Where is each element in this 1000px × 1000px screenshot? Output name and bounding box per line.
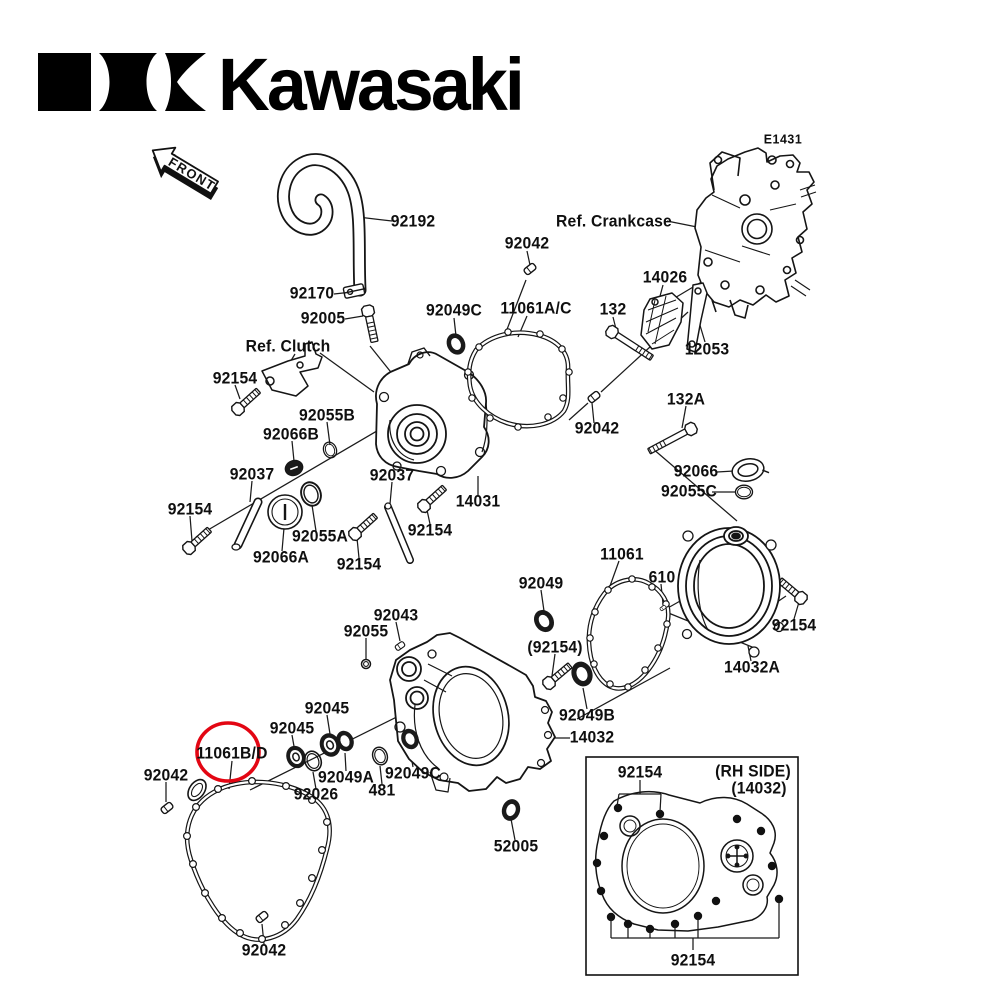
- part-92055-oring: [360, 658, 372, 670]
- inset-bolt-dots: [592, 803, 784, 934]
- part-92066-cap: [731, 457, 770, 483]
- part-92049c-top-seal: [443, 330, 469, 358]
- part-92037-rod-left: [231, 497, 263, 551]
- part-92049-seal: [530, 606, 558, 636]
- front-arrow: FRONT: [151, 146, 219, 200]
- part-14032-case: [389, 632, 556, 793]
- part-92005-bolt: [360, 304, 379, 344]
- part-52005-seal: [499, 796, 523, 824]
- part-14032a-cover: [677, 526, 785, 658]
- kawasaki-logo: Kawasaki: [38, 43, 531, 126]
- part-92066a-cap: [267, 494, 303, 530]
- part-92037-rod-center: [384, 502, 414, 564]
- part-92042-pin-top: [522, 261, 538, 277]
- bolt-92154-c: [346, 510, 381, 543]
- inset-rh-side-box: [585, 756, 799, 976]
- part-92170-clamp: [342, 283, 366, 299]
- part-92055c-oring: [734, 484, 754, 500]
- part-92042-pin-bottom: [254, 909, 270, 925]
- bolt-92154-e: [775, 575, 810, 607]
- kawasaki-river-mark-icon: [38, 53, 206, 111]
- part-92055a-oring: [296, 478, 326, 510]
- bolt-92154-paren: [540, 660, 575, 692]
- bolt-92154-d: [415, 482, 450, 515]
- brand-logo-text: Kawasaki: [218, 43, 525, 126]
- part-12053-guide: [686, 282, 708, 353]
- part-11061-gasket: [586, 575, 671, 691]
- part-92066b-plug: [284, 459, 304, 477]
- part-92043-dowel: [393, 640, 407, 652]
- highlight-circle: [195, 721, 261, 783]
- part-610-pin: [659, 604, 667, 612]
- part-11061bd-gasket: [183, 776, 332, 943]
- bolt-92154-a: [229, 385, 264, 418]
- part-92042-pin-left: [159, 800, 175, 816]
- part-14031-cover: [375, 347, 490, 479]
- part-ref-clutch-lever: [261, 341, 323, 397]
- part-92192-guide: [277, 153, 367, 297]
- part-11061ac-gasket: [464, 328, 573, 431]
- bolt-92154-b: [180, 524, 215, 557]
- bolt-132a: [645, 420, 700, 458]
- inset-brackets: [610, 780, 780, 950]
- part-481-oring: [369, 744, 391, 768]
- part-92026-ring: [301, 747, 325, 775]
- part-92042-pin-mid: [586, 389, 602, 405]
- part-ref-crankcase: [694, 147, 817, 319]
- part-14026-tensioner: [640, 292, 684, 350]
- water-pump-icon: [725, 844, 749, 868]
